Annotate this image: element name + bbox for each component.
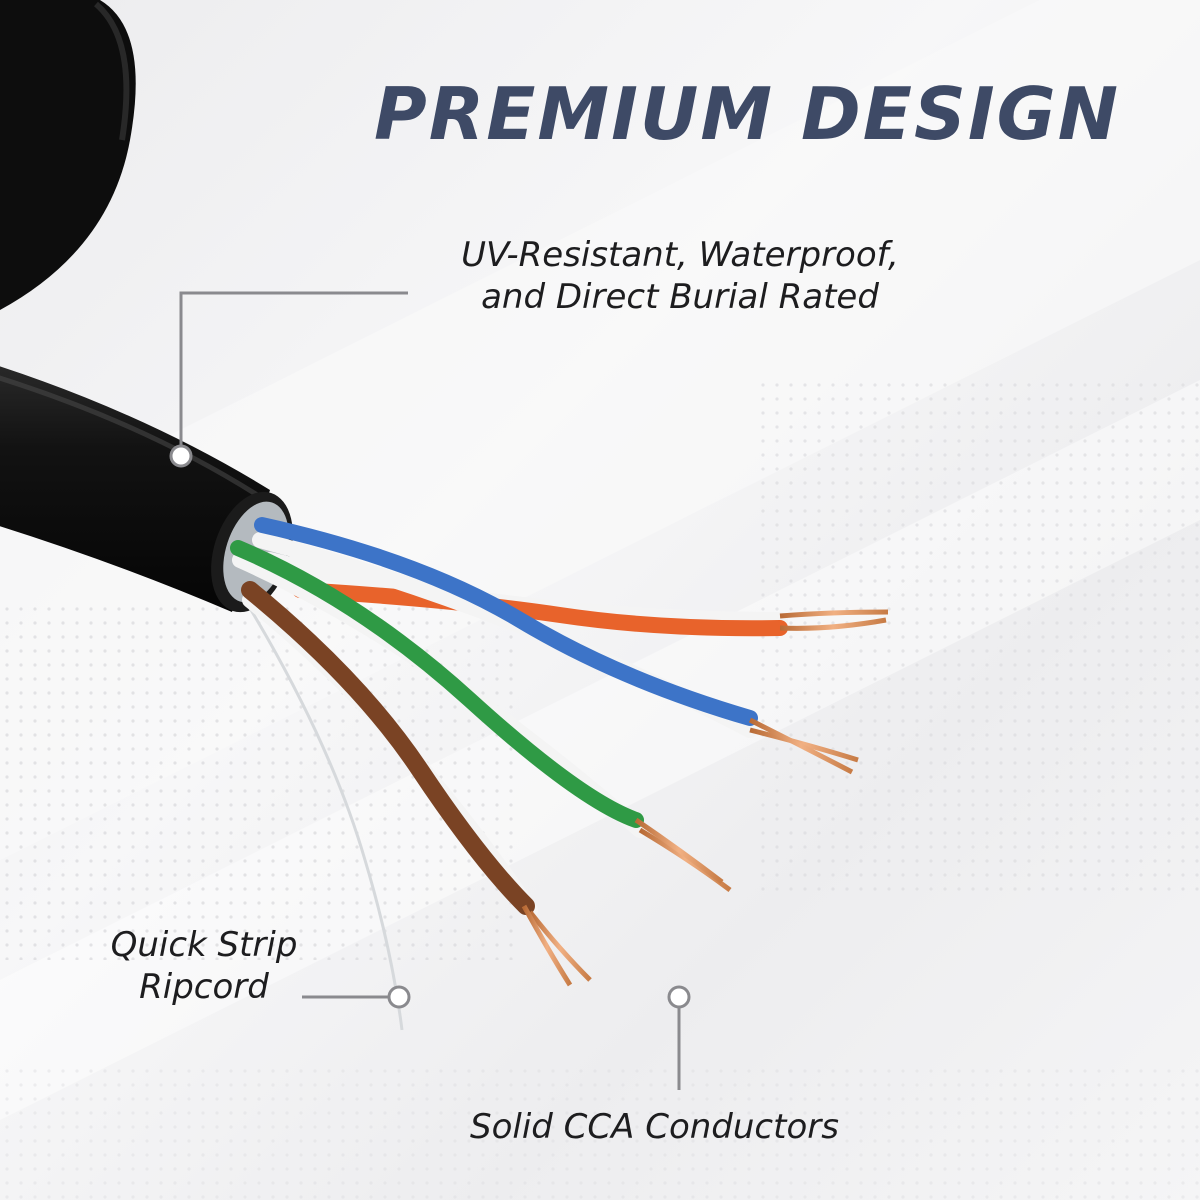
ripcord-callout: Quick Strip Ripcord (94, 924, 314, 1008)
jacket-callout: UV-Resistant, Waterproof, and Direct Bur… (420, 234, 940, 318)
orange-pair (262, 552, 889, 637)
conductors-callout: Solid CCA Conductors (470, 1106, 839, 1148)
jacket-callout-line-2: and Direct Burial Rated (481, 277, 879, 317)
blue-pair (252, 517, 859, 775)
ripcord-callout-line-2: Ripcord (139, 967, 269, 1007)
callout-dot-icon (667, 985, 691, 1009)
jacket-callout-line-1: UV-Resistant, Waterproof, (461, 235, 899, 275)
brown-pair (241, 581, 592, 987)
callout-dot-icon (169, 444, 193, 468)
cable-coil (0, 0, 136, 310)
callout-dot-icon (387, 985, 411, 1009)
leader-lines (179, 291, 681, 1090)
page-title: PREMIUM DESIGN (374, 72, 1120, 156)
ripcord-thread (243, 599, 404, 1031)
ripcord-callout-line-1: Quick Strip (110, 925, 298, 965)
conductors-callout-line-1: Solid CCA Conductors (470, 1107, 839, 1147)
callout-dots (169, 444, 691, 1009)
jacket-leader-line (179, 291, 408, 456)
green-pair (230, 540, 732, 893)
